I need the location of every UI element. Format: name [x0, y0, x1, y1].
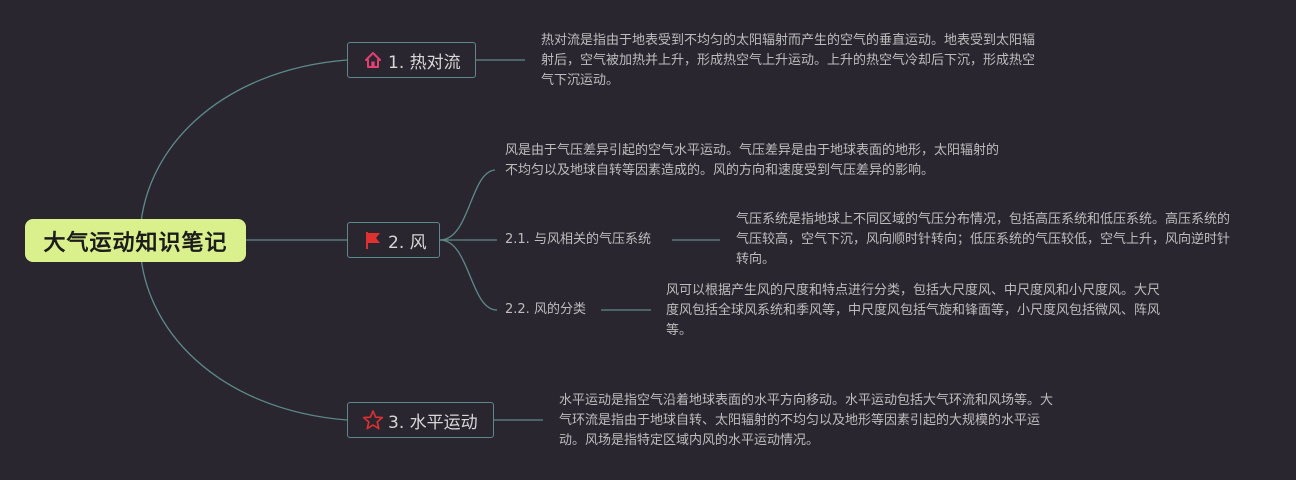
- topic-label: 1. 热对流: [388, 52, 461, 73]
- flag-icon: [362, 229, 384, 251]
- topic-2-description: 风是由于气压差异引起的空气水平运动。气压差异是由于地球表面的地形，太阳辐射的不均…: [505, 143, 1000, 178]
- subtopic-pressure-systems[interactable]: 2.1. 与风相关的气压系统: [505, 232, 651, 247]
- topic-heat-convection[interactable]: 1. 热对流: [347, 42, 476, 78]
- topic-wind[interactable]: 2. 风: [347, 222, 440, 258]
- subtopic-2-description: 风可以根据产生风的尺度和特点进行分类，包括大尺度风、中尺度风和小尺度风。大尺度风…: [666, 283, 1161, 338]
- connector-topic-2-desc: [439, 169, 496, 241]
- root-topic[interactable]: 大气运动知识笔记: [25, 219, 246, 262]
- star-icon: [362, 409, 384, 431]
- topic-horizontal-motion[interactable]: 3. 水平运动: [347, 402, 494, 438]
- connector-topic-2-sub-2: [439, 239, 498, 311]
- topic-1-description: 热对流是指由于地表受到不均匀的太阳辐射而产生的空气的垂直运动。地表受到太阳辐射后…: [541, 33, 1036, 88]
- connector-root-topic-1: [139, 59, 348, 241]
- subtopic-wind-classification[interactable]: 2.2. 风的分类: [505, 302, 586, 317]
- topic-label: 2. 风: [388, 232, 427, 253]
- topic-3-description: 水平运动是指空气沿着地球表面的水平方向移动。水平运动包括大气环流和风场等。大气环…: [559, 393, 1054, 448]
- connector-root-topic-3: [139, 239, 348, 421]
- subtopic-1-description: 气压系统是指地球上不同区域的气压分布情况，包括高压系统和低压系统。高压系统的气压…: [736, 212, 1231, 267]
- topic-label: 3. 水平运动: [388, 412, 478, 433]
- home-icon: [362, 49, 384, 71]
